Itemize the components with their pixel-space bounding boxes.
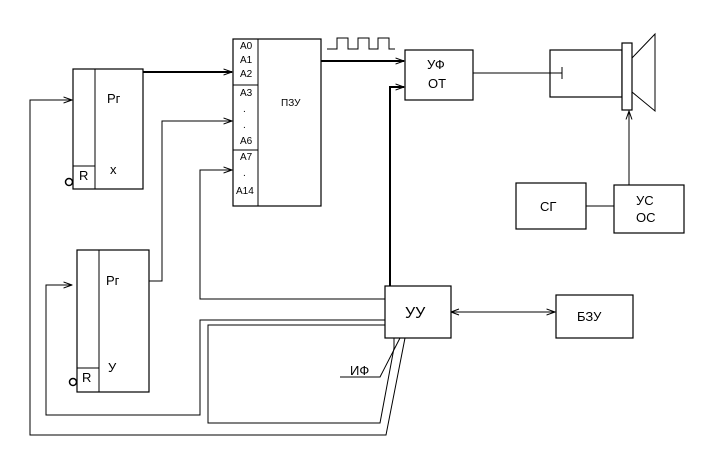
uf-ot-label-bottom: ОТ bbox=[428, 76, 446, 91]
uf-ot-block: УФ ОТ bbox=[404, 49, 474, 101]
register-x-label: Рг bbox=[107, 91, 121, 106]
rom-pin-a6: А6 bbox=[240, 136, 253, 147]
bzu-block: БЗУ bbox=[555, 294, 634, 339]
rom-block: ПЗУ А0 А1 А2 А3 . . А6 А7 . А14 bbox=[232, 38, 322, 207]
register-x-reset-label: R bbox=[79, 168, 88, 183]
rom-pin-a7: А7 bbox=[240, 152, 253, 163]
uu-label: УУ bbox=[405, 305, 426, 322]
rom-pin-a0: А0 bbox=[240, 41, 253, 52]
connections bbox=[29, 61, 629, 436]
rom-pin-dot-1: . bbox=[243, 104, 246, 115]
register-x-reset-input bbox=[64, 177, 74, 187]
register-x-sublabel: х bbox=[110, 162, 117, 177]
rom-pin-dot-3: . bbox=[243, 168, 246, 179]
sg-label: СГ bbox=[540, 199, 556, 214]
bzu-label: БЗУ bbox=[577, 309, 602, 324]
rom-pin-dot-2: . bbox=[243, 120, 246, 131]
rom-label: ПЗУ bbox=[281, 98, 301, 109]
rom-pin-a1: А1 bbox=[240, 55, 253, 66]
register-x: Рг х R bbox=[64, 68, 144, 190]
register-y-label: Рг bbox=[106, 273, 120, 288]
us-os-label-top: УС bbox=[636, 193, 654, 208]
register-y-sublabel: У bbox=[108, 360, 117, 375]
pulse-train-icon bbox=[327, 37, 395, 50]
uf-ot-label-top: УФ bbox=[427, 57, 445, 72]
crt-tube-icon bbox=[473, 32, 656, 113]
register-y-reset-input bbox=[68, 377, 78, 387]
sg-block: СГ bbox=[515, 182, 587, 230]
rom-pin-a2: А2 bbox=[240, 69, 253, 80]
register-y: Рг У R bbox=[68, 249, 150, 393]
us-os-label-bottom: ОС bbox=[636, 210, 656, 225]
if-label: ИФ bbox=[350, 363, 369, 378]
us-os-block: УС ОС bbox=[613, 184, 685, 234]
rom-pin-a3: А3 bbox=[240, 88, 253, 99]
uu-block: УУ bbox=[384, 285, 452, 339]
register-y-reset-label: R bbox=[82, 370, 91, 385]
rom-pin-a14: А14 bbox=[236, 186, 254, 197]
